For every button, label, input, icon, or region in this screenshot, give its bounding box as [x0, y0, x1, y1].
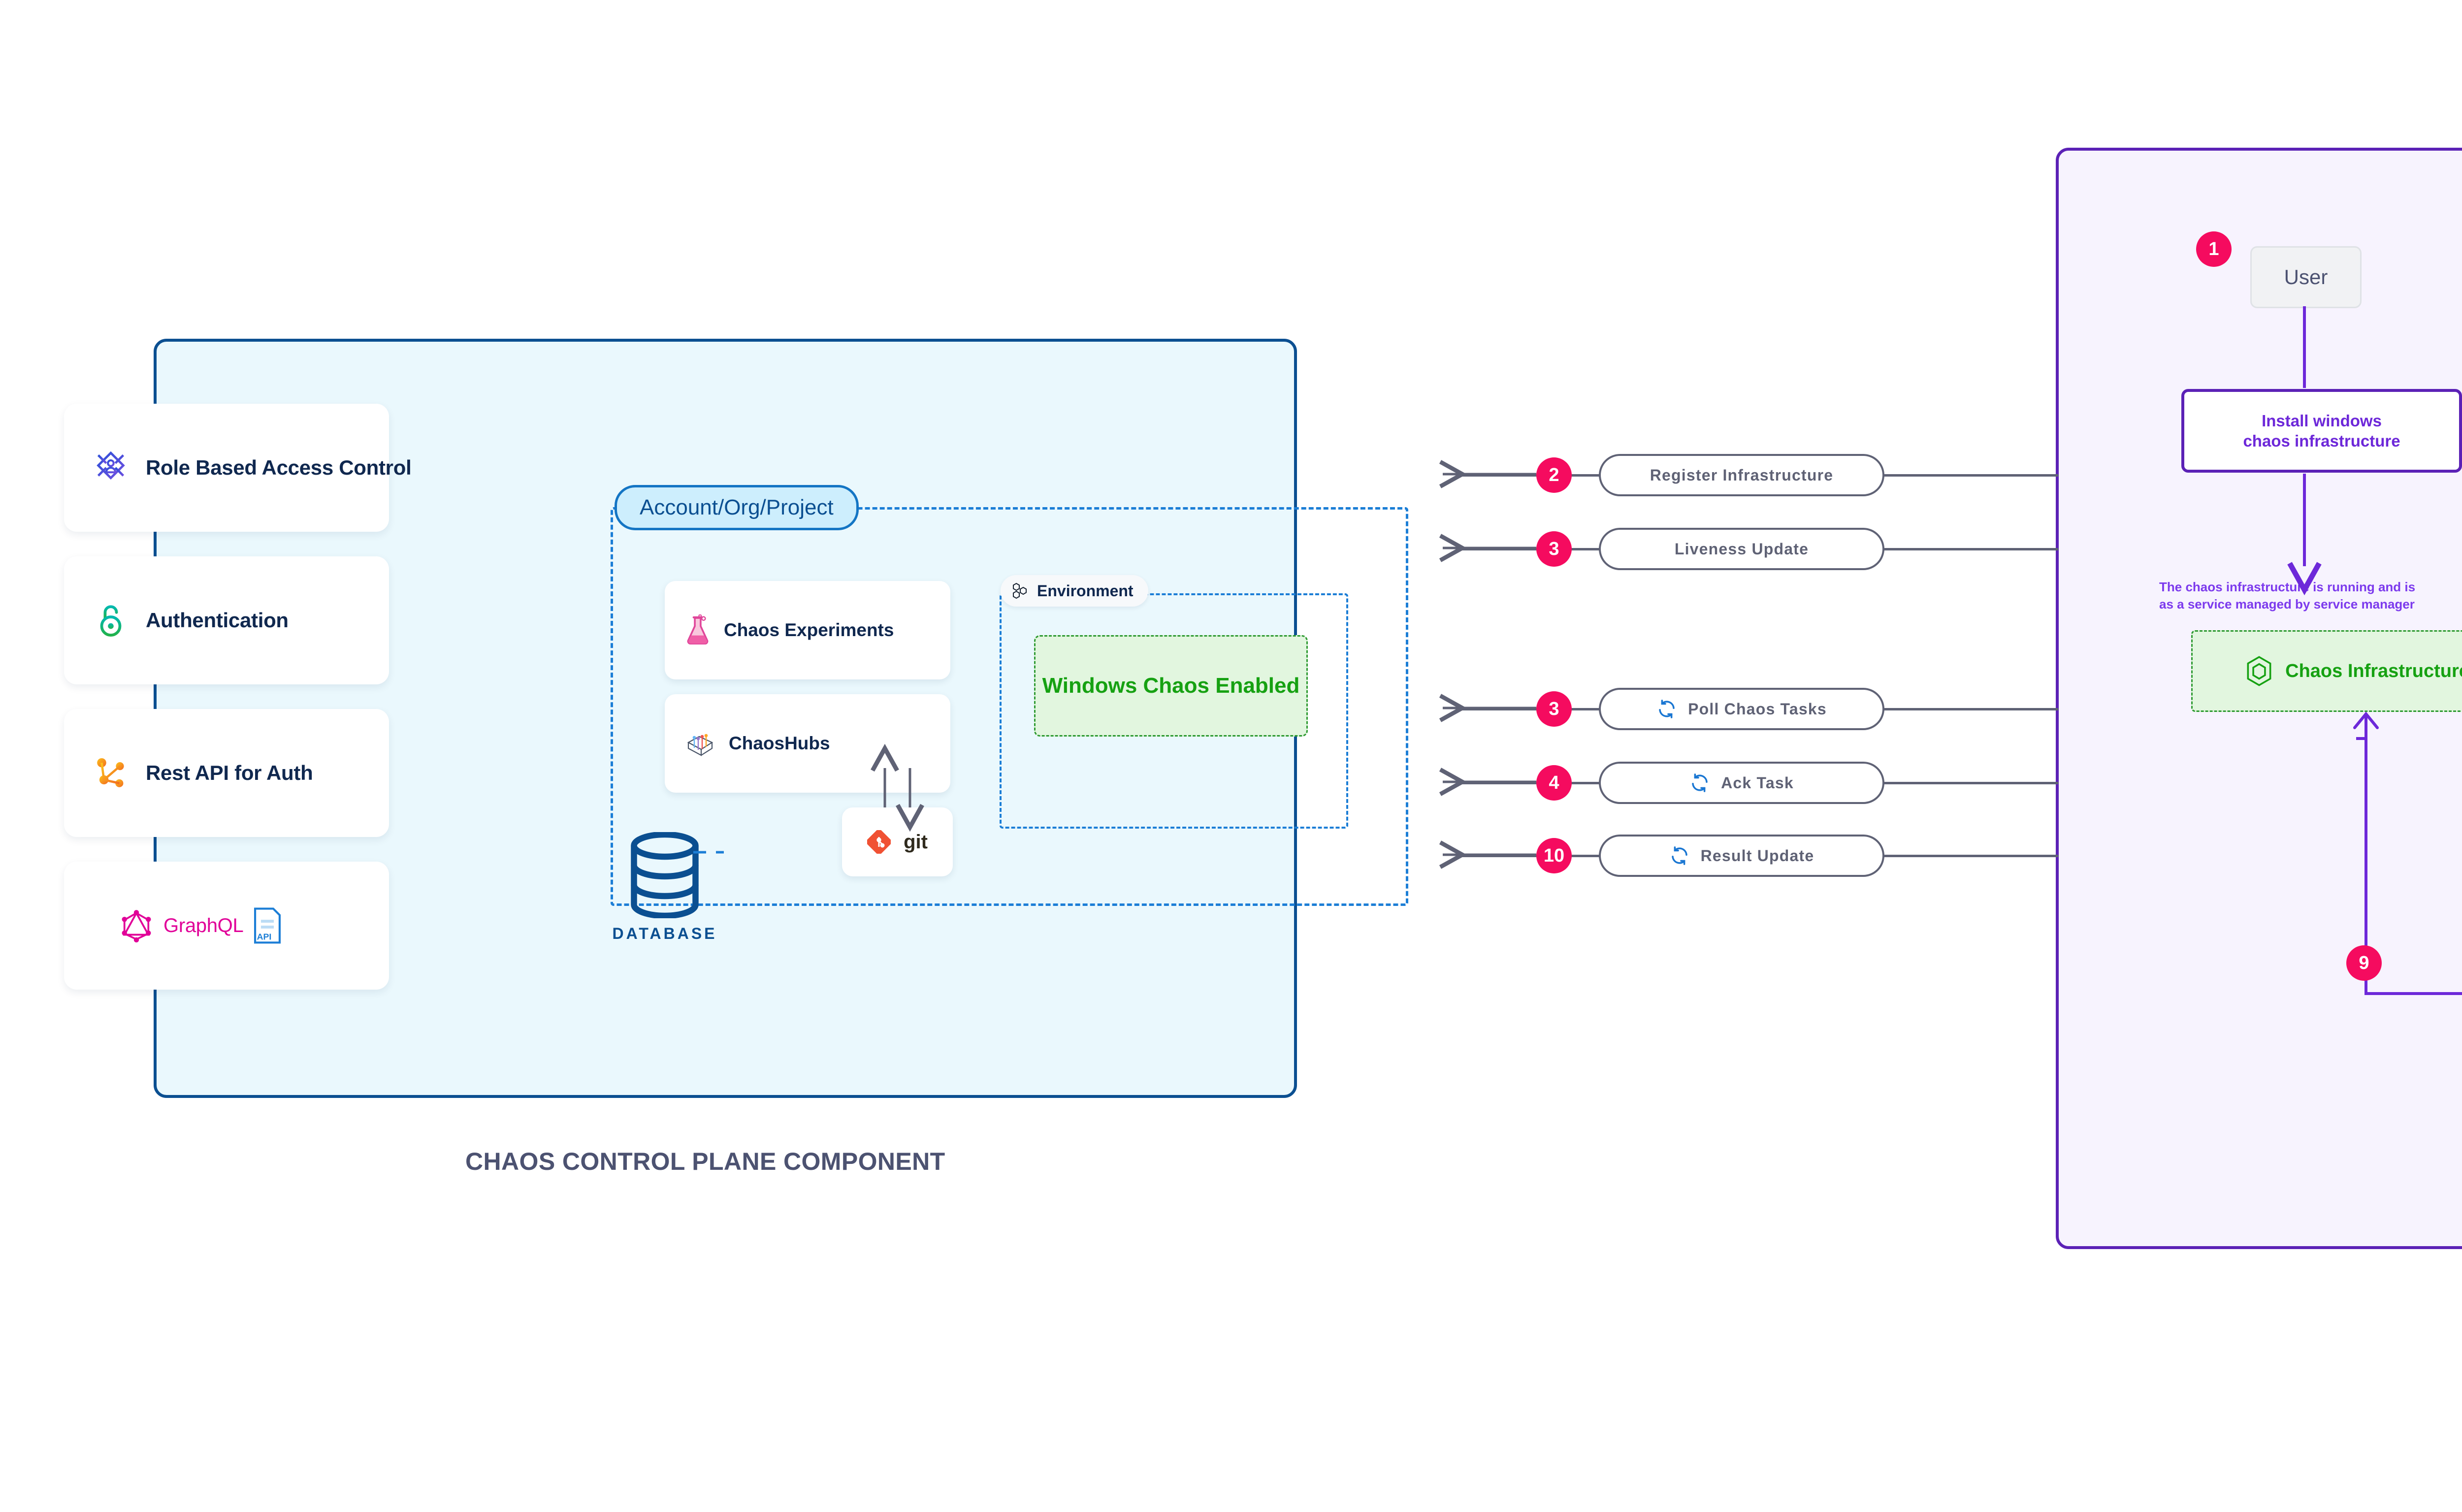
connector-result-update: 10 Result Update	[1462, 834, 2058, 878]
step-badge-1: 1	[2196, 231, 2232, 267]
feature-card-graphql[interactable]: GraphQL API	[64, 862, 389, 990]
connector-pill[interactable]: Result Update	[1599, 835, 1884, 877]
install-label: Install windows chaos infrastructure	[2243, 411, 2400, 450]
sync-icon	[1659, 700, 1675, 718]
database-cylinder-icon	[631, 831, 699, 919]
step-badge: 2	[1536, 457, 1572, 493]
feature-label: GraphQL	[163, 914, 244, 936]
step-badge: 3	[1536, 531, 1572, 567]
feature-card-rbac[interactable]: Role Based Access Control	[64, 404, 412, 532]
sub-card-chaoshubs[interactable]: ChaosHubs	[665, 694, 950, 793]
feature-label: Authentication	[146, 609, 289, 632]
chaos-infrastructure-label: Chaos Infrastructure	[2285, 660, 2462, 681]
connector-pill[interactable]: Register Infrastructure	[1599, 454, 1884, 496]
database-label: DATABASE	[612, 925, 717, 942]
feature-label: Role Based Access Control	[146, 456, 412, 479]
environment-label: Environment	[1037, 581, 1134, 600]
note-service-manager: The chaos infrastructure is running and …	[2159, 579, 2416, 611]
connector-ack-task: 4 Ack Task	[1462, 761, 2058, 805]
chaos-infrastructure-node[interactable]: Chaos Infrastructure	[2191, 630, 2462, 712]
graphql-icon	[122, 910, 151, 943]
account-org-project-pill[interactable]: Account/Org/Project	[615, 485, 859, 530]
connector-pill[interactable]: Liveness Update	[1599, 528, 1884, 570]
sub-card-label: git	[904, 831, 928, 853]
user-node[interactable]: User	[2250, 246, 2362, 308]
user-label: User	[2284, 265, 2328, 289]
step-badge-9: 9	[2346, 945, 2382, 981]
sub-card-chaos-experiments[interactable]: Chaos Experiments	[665, 581, 950, 679]
connector-pill[interactable]: Ack Task	[1599, 762, 1884, 804]
account-org-project-label: Account/Org/Project	[640, 495, 834, 519]
connector-label: Register Infrastructure	[1650, 466, 1834, 484]
connector-label: Ack Task	[1721, 773, 1794, 792]
rest-api-icon	[97, 758, 124, 787]
account-org-project-boundary	[611, 507, 1408, 906]
sub-card-label: ChaosHubs	[729, 733, 830, 753]
connector-label: Poll Chaos Tasks	[1688, 700, 1827, 718]
sync-icon	[1692, 773, 1708, 792]
step-badge: 4	[1536, 765, 1572, 801]
step-badge: 10	[1536, 838, 1572, 873]
sub-card-git[interactable]: git	[842, 807, 953, 876]
connector-pill[interactable]: Poll Chaos Tasks	[1599, 688, 1884, 730]
hexagon-cluster-icon	[1013, 582, 1027, 599]
api-document-icon: API	[254, 907, 281, 944]
environment-boundary	[1000, 593, 1348, 829]
connector-liveness-update: 3 Liveness Update	[1462, 527, 2058, 571]
test-tube-rack-icon	[687, 734, 713, 756]
control-plane-title: CHAOS CONTROL PLANE COMPONENT	[465, 1148, 945, 1175]
authentication-lock-icon	[100, 605, 122, 637]
windows-chaos-enabled-status: Windows Chaos Enabled	[1034, 635, 1308, 737]
connector-poll-chaos-tasks: 3 Poll Chaos Tasks	[1462, 687, 2058, 731]
feature-label: Rest API for Auth	[146, 761, 313, 784]
connector-label: Liveness Update	[1674, 540, 1809, 558]
step-badge: 3	[1536, 691, 1572, 727]
svg-text:API: API	[257, 932, 272, 942]
git-icon	[867, 830, 891, 854]
connector-label: Result Update	[1700, 846, 1814, 865]
connector-register-infrastructure: 2 Register Infrastructure	[1462, 453, 2058, 497]
database-group: DATABASE	[593, 831, 736, 943]
install-windows-chaos-infrastructure-node[interactable]: Install windows chaos infrastructure	[2181, 389, 2462, 473]
sub-card-label: Chaos Experiments	[724, 620, 894, 640]
harness-hexagon-icon	[2247, 656, 2271, 686]
feature-card-authentication[interactable]: Authentication	[64, 556, 389, 684]
sync-icon	[1671, 846, 1687, 865]
status-text: Windows Chaos Enabled	[1042, 674, 1300, 698]
rbac-icon	[97, 451, 125, 480]
environment-pill[interactable]: Environment	[1001, 575, 1148, 607]
flask-icon	[687, 614, 709, 645]
feature-card-rest-api[interactable]: Rest API for Auth	[64, 709, 389, 837]
